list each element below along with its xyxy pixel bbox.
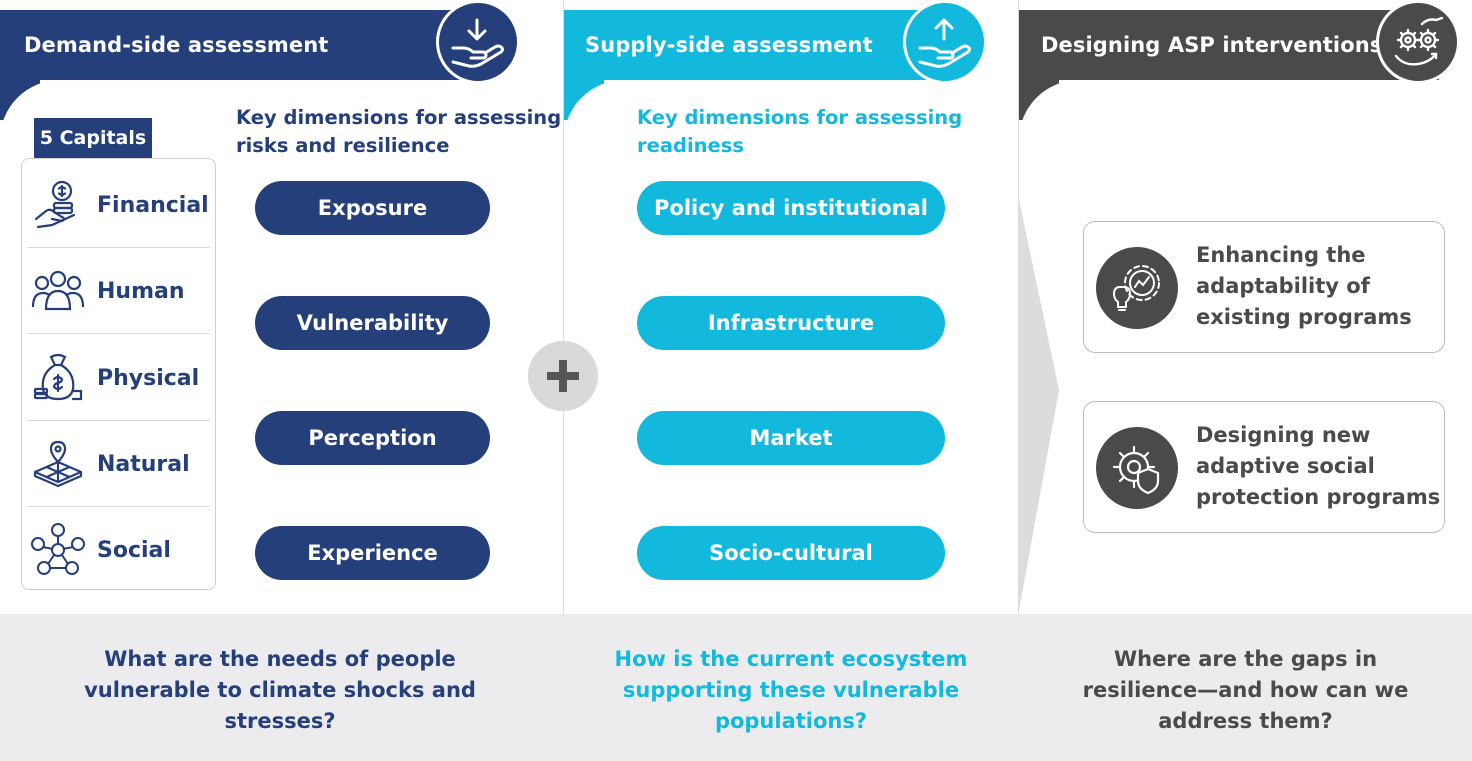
chevron-arrow-icon (1019, 200, 1059, 610)
capital-label: Social (97, 537, 171, 563)
gear-shield-icon (1096, 427, 1178, 509)
lightbulb-gear-icon (1096, 247, 1178, 329)
subhead-line: readiness (637, 134, 744, 157)
subhead-line: Key dimensions for assessing (637, 106, 963, 129)
supply-banner-curve (564, 80, 934, 140)
dimension-exposure: Exposure (255, 181, 490, 235)
card-line: Designing new (1196, 423, 1371, 447)
demand-subhead: Key dimensions for assessing risks and r… (236, 104, 561, 160)
dimension-socio-cultural: Socio-cultural (637, 526, 945, 580)
question-line: resilience—and how can we (1082, 678, 1409, 702)
card-line: adaptability of (1196, 274, 1370, 298)
capital-item-natural: Natural (27, 421, 209, 507)
question-line: address them? (1158, 709, 1333, 733)
demand-title: Demand-side assessment (24, 33, 329, 57)
subhead-line: risks and resilience (236, 134, 450, 157)
supply-subhead: Key dimensions for assessing readiness (637, 104, 962, 160)
dimension-vulnerability: Vulnerability (255, 296, 490, 350)
subhead-line: Key dimensions for assessing (236, 106, 562, 129)
question-line: vulnerable to climate shocks and (84, 678, 476, 702)
supply-question: How is the current ecosystem supporting … (565, 644, 1017, 737)
question-line: Where are the gaps in (1113, 647, 1378, 671)
dimension-policy: Policy and institutional (637, 181, 945, 235)
capital-label: Financial (97, 192, 209, 218)
question-line: supporting these vulnerable (622, 678, 960, 702)
card-text: Enhancing the adaptability of existing p… (1196, 240, 1412, 333)
plus-icon (528, 341, 598, 411)
divider (27, 506, 210, 507)
capital-item-financial: Financial (27, 162, 209, 248)
capital-item-human: Human (27, 248, 209, 334)
intervention-card-enhance: Enhancing the adaptability of existing p… (1083, 221, 1445, 353)
dimension-perception: Perception (255, 411, 490, 465)
demand-question: What are the needs of people vulnerable … (20, 644, 540, 737)
questions-band (0, 614, 1472, 761)
divider (27, 420, 210, 421)
supply-title: Supply-side assessment (585, 33, 873, 57)
question-line: populations? (714, 709, 868, 733)
money-bag-icon (27, 347, 89, 409)
hand-upload-icon (903, 0, 987, 84)
question-line: What are the needs of people (104, 647, 456, 671)
demand-banner-bg (0, 10, 470, 80)
intervention-card-design: Designing new adaptive social protection… (1083, 401, 1445, 533)
card-line: Enhancing the (1196, 243, 1366, 267)
card-text: Designing new adaptive social protection… (1196, 420, 1440, 513)
land-pin-icon (27, 433, 89, 495)
network-people-icon (27, 519, 89, 581)
divider (27, 333, 210, 334)
capital-label: Human (97, 278, 185, 304)
design-question: Where are the gaps in resilience—and how… (1019, 644, 1472, 737)
question-line: How is the current ecosystem (614, 647, 968, 671)
capitals-box (21, 158, 216, 590)
hand-download-icon (436, 0, 520, 84)
design-banner-bg (1019, 10, 1439, 80)
gears-hand-icon (1376, 0, 1460, 84)
capital-label: Natural (97, 451, 190, 477)
hand-coin-icon (27, 174, 89, 236)
card-line: adaptive social (1196, 454, 1375, 478)
dimension-infrastructure: Infrastructure (637, 296, 945, 350)
capital-item-social: Social (27, 507, 209, 593)
design-banner-curve (1019, 80, 1439, 140)
divider (27, 247, 210, 248)
design-title: Designing ASP interventions (1041, 33, 1383, 57)
supply-banner-bg (564, 10, 934, 80)
column-divider (1018, 0, 1019, 761)
question-line: stresses? (224, 709, 336, 733)
capital-item-physical: Physical (27, 335, 209, 421)
capitals-tag: 5 Capitals (34, 118, 152, 158)
card-line: existing programs (1196, 305, 1412, 329)
dimension-experience: Experience (255, 526, 490, 580)
card-line: protection programs (1196, 485, 1441, 509)
people-group-icon (27, 260, 89, 322)
dimension-market: Market (637, 411, 945, 465)
capital-label: Physical (97, 365, 200, 391)
